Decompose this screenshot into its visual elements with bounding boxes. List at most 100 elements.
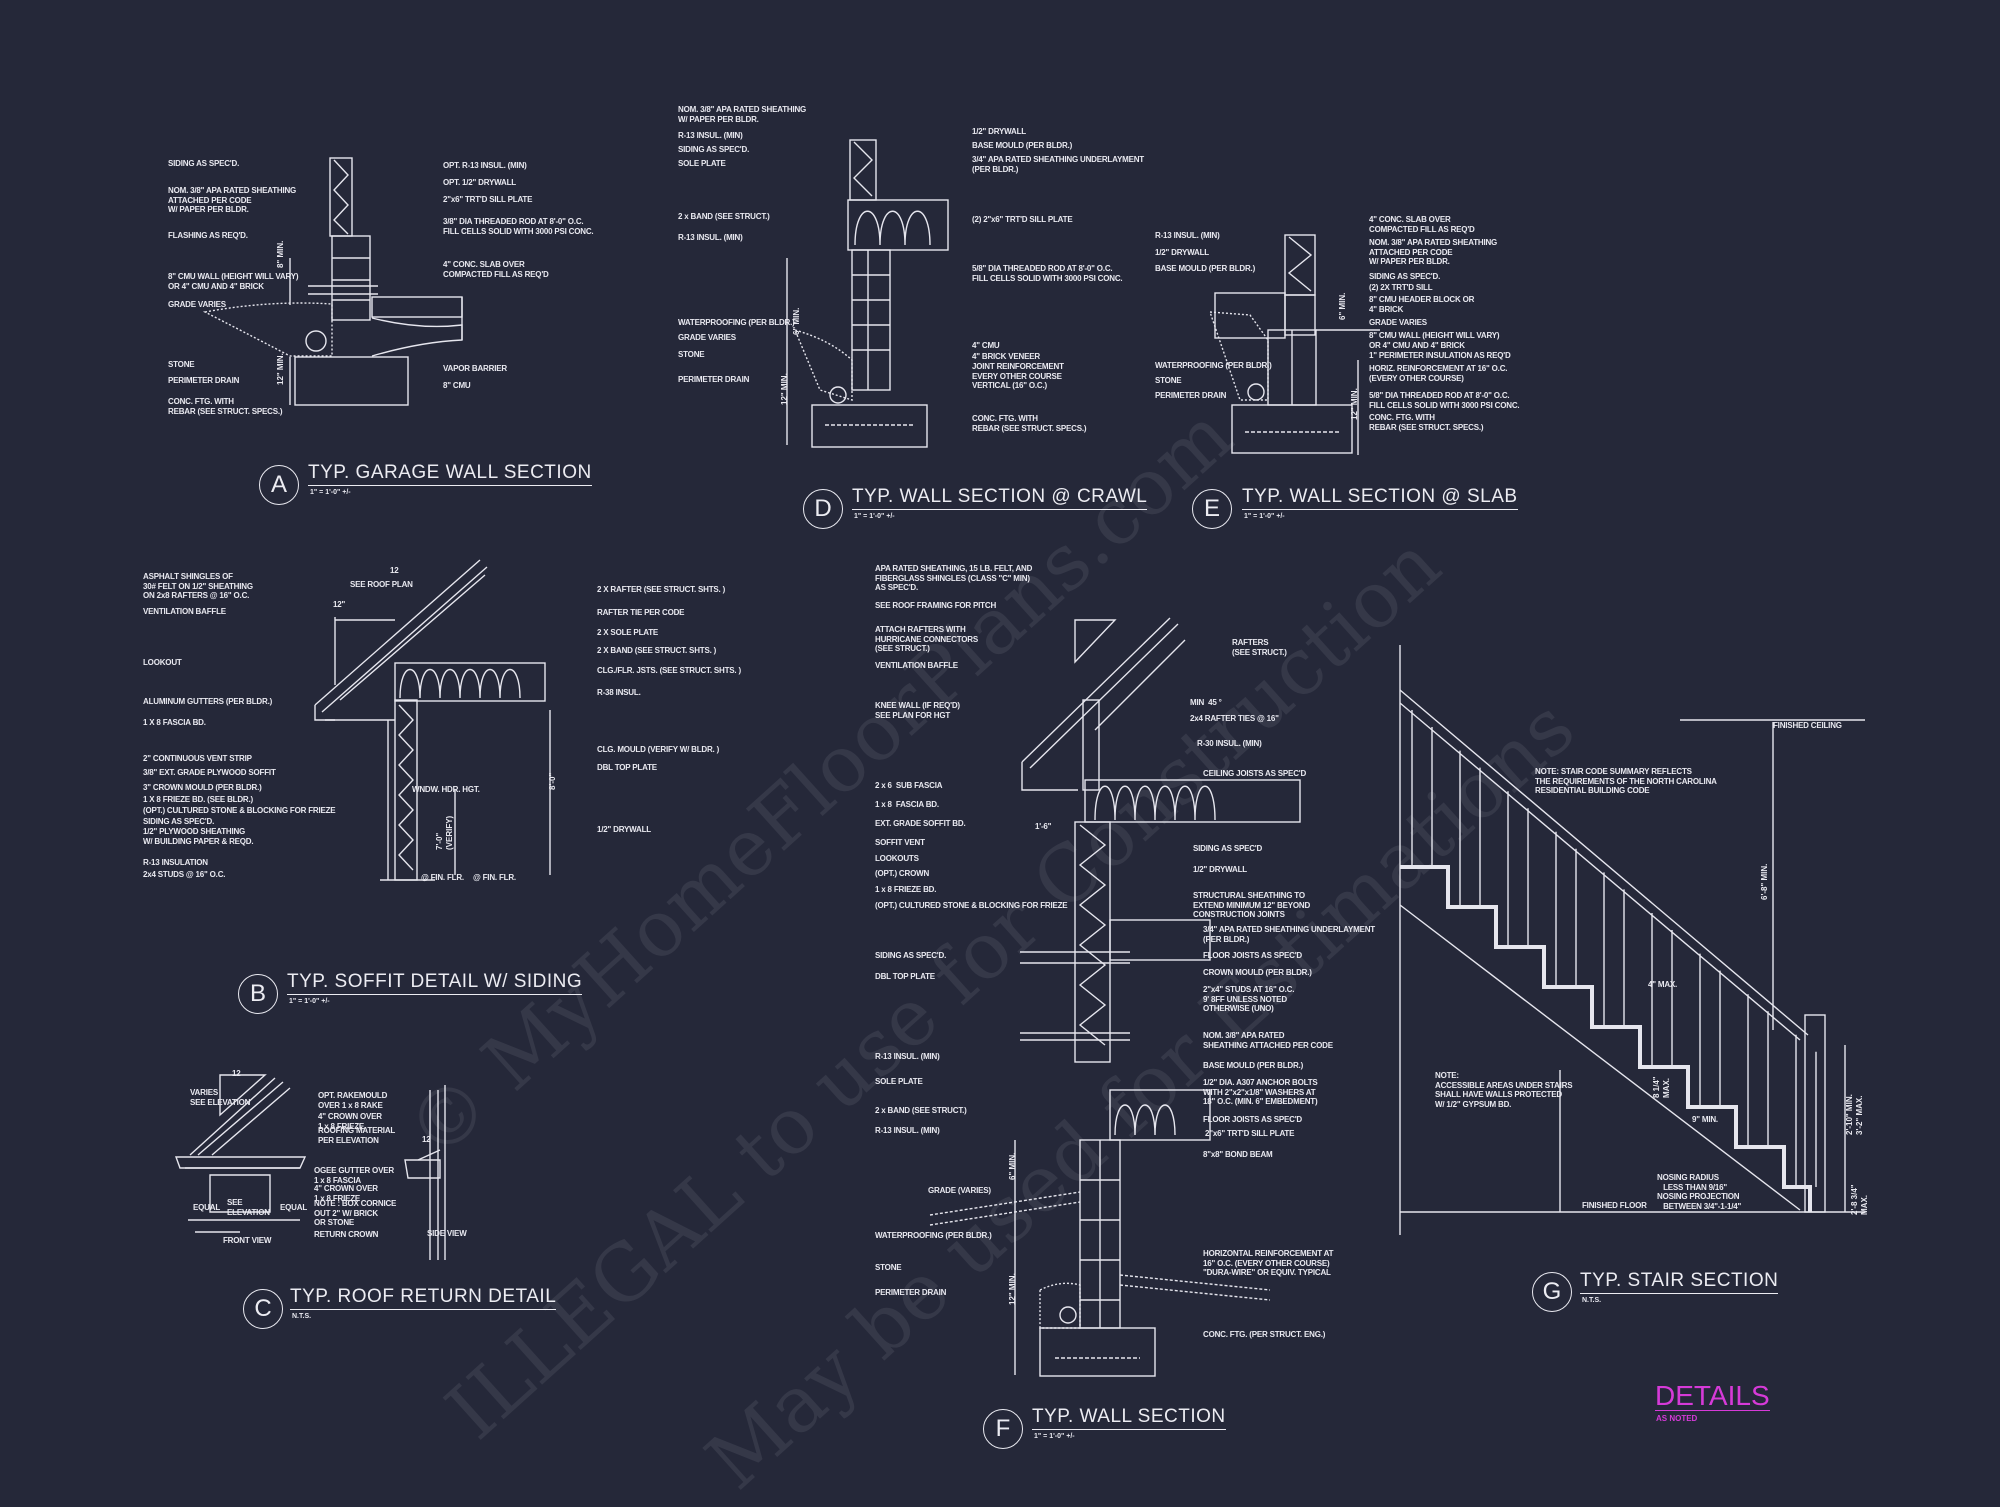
detail-d-drawing [786,139,949,448]
detail-e-right-label: 4" CONC. SLAB OVER COMPACTED FILL AS REQ… [1369,215,1475,234]
detail-a-title: TYP. GARAGE WALL SECTION [308,462,592,486]
detail-a-dims-label: 12" MIN. [276,353,285,385]
detail-a-right-label: VAPOR BARRIER [443,364,507,373]
detail-f-left-label: 2 x 6 SUB FASCIA [875,781,943,790]
detail-e-dims-label: 12" MIN. [1350,388,1359,420]
detail-f-left-label: 1 x 8 FASCIA BD. [875,800,939,809]
detail-f-right-label: MIN 45 ° [1190,698,1222,707]
detail-a-left-label: 8" CMU WALL (HEIGHT WILL VARY) OR 4" CMU… [168,272,299,291]
detail-b-left-label: 1 X 8 FRIEZE BD. (SEE BLDR.) [143,795,253,804]
detail-c-labels-label: SEE ELEVATION [227,1198,270,1217]
detail-b-left-label: ALUMINUM GUTTERS (PER BLDR.) [143,697,273,706]
detail-f-left-label: SOFFIT VENT [875,838,925,847]
detail-d-left-label: STONE [678,350,705,359]
detail-a-left-label: FLASHING AS REQ'D. [168,231,248,240]
detail-b-other-label: WNDW. HDR. HGT. [412,785,480,794]
detail-e-left-label: 1/2" DRYWALL [1155,248,1209,257]
detail-b-left-label: (OPT.) CULTURED STONE & BLOCKING FOR FRI… [143,806,336,815]
detail-g-labels-label: NOTE: STAIR CODE SUMMARY REFLECTS THE RE… [1535,767,1717,795]
detail-d-left-label: GRADE VARIES [678,333,736,342]
detail-e-left-label: PERIMETER DRAIN [1155,391,1227,400]
detail-a-right-label: 8" CMU [443,381,471,390]
detail-d-left-label: NOM. 3/8" APA RATED SHEATHING W/ PAPER P… [678,105,807,124]
detail-c-labels-label: 4" CROWN OVER 1 x 8 FRIEZE [318,1112,382,1131]
detail-b-other-label: 12" [333,600,346,609]
detail-b-left-label: VENTILATION BAFFLE [143,607,226,616]
detail-f-right-label: 2x4 RAFTER TIES @ 16" [1190,714,1279,723]
detail-d-right-label: 4" CMU [972,341,1000,350]
detail-b-right-label: RAFTER TIE PER CODE [597,608,685,617]
detail-c-labels-label: EQUAL [280,1203,308,1212]
detail-a-dims-label: 8" MIN. [276,240,285,268]
detail-d-right-label: 4" BRICK VENEER [972,352,1040,361]
detail-c-labels-label: OGEE GUTTER OVER 1 x 8 FASCIA [314,1166,394,1185]
detail-e-left-label: R-13 INSUL. (MIN) [1155,231,1220,240]
detail-f-left-label: WATERPROOFING (PER BLDR.) [875,1231,992,1240]
detail-c-labels-label: 12 [422,1135,431,1144]
detail-g-drawing [1399,645,1865,1235]
detail-b-left-label: 1/2" PLYWOOD SHEATHING W/ BUILDING PAPER… [143,827,254,846]
detail-f-right-label: HORIZONTAL REINFORCEMENT AT 16" O.C. (EV… [1203,1249,1334,1277]
detail-a-left-label: STONE [168,360,195,369]
detail-f-scale: 1" = 1'-0" +/- [1034,1433,1075,1440]
detail-f-dims-label: 6" MIN. [1008,1152,1017,1180]
detail-d-title: TYP. WALL SECTION @ CRAWL [852,486,1148,510]
detail-b-left-label: SIDING AS SPEC'D. [143,817,215,826]
detail-f-right-label: 1/2" DIA. A307 ANCHOR BOLTS WITH 2"x2"x1… [1203,1078,1318,1106]
detail-e-right-label: (2) 2X TRT'D SILL [1369,283,1433,292]
detail-b-left-label: 2" CONTINUOUS VENT STRIP [143,754,252,763]
detail-a-right-label: 3/8" DIA THREADED ROD AT 8'-0" O.C. FILL… [443,217,594,236]
detail-e-left-label: STONE [1155,376,1182,385]
detail-b-other-label: 7'-0" (VERIFY) [435,815,454,850]
detail-d-right-label: 1/2" DRYWALL [972,127,1026,136]
detail-e-right-label: NOM. 3/8" APA RATED SHEATHING ATTACHED P… [1369,238,1498,266]
detail-d-left-label: SIDING AS SPEC'D. [678,145,750,154]
detail-g-vertical-label: 2'-10" MIN. 3'-2" MAX. [1845,1094,1864,1135]
detail-f-left-label: GRADE (VARIES) [928,1186,991,1195]
detail-g-vertical-label: 8 1/4" MAX. [1652,1076,1671,1098]
detail-g-title: TYP. STAIR SECTION [1580,1270,1779,1294]
detail-e-left-label: BASE MOULD (PER BLDR.) [1155,264,1256,273]
detail-g-vertical-label: 6'-8" MIN. [1760,863,1769,900]
detail-f-left-label: STONE [875,1263,902,1272]
detail-g-labels-label: 9" MIN. [1692,1115,1718,1124]
detail-c-labels-label: ROOFING MATERIAL PER ELEVATION [318,1126,396,1145]
detail-a-left-label: CONC. FTG. WITH REBAR (SEE STRUCT. SPECS… [168,397,283,416]
detail-f-right-label: CROWN MOULD (PER BLDR.) [1203,968,1312,977]
detail-f-marker: F [983,1409,1023,1449]
detail-f-dims-label: 1'-6" [1035,822,1052,831]
detail-e-right-label: 1" PERIMETER INSULATION AS REQ'D [1369,351,1511,360]
detail-f-left-label: KNEE WALL (IF REQ'D) SEE PLAN FOR HGT [875,701,960,720]
detail-f-right-label: 2"x6" TRT'D SILL PLATE [1205,1129,1295,1138]
detail-g-vertical-label: 2'-8 3/4" MAX. [1850,1184,1869,1215]
detail-c-labels-label: OPT. RAKEMOULD OVER 1 x 8 RAKE [318,1091,388,1110]
detail-c-labels-label: 12 [232,1069,241,1078]
detail-e-left-label: WATERPROOFING (PER BLDR.) [1155,361,1272,370]
detail-f-right-label: NOM. 3/8" APA RATED SHEATHING ATTACHED P… [1203,1031,1333,1050]
detail-f-left-label: APA RATED SHEATHING, 15 LB. FELT, AND FI… [875,564,1033,592]
detail-b-right-label: 2 X RAFTER (SEE STRUCT. SHTS. ) [597,585,726,594]
detail-b-other-label: @ FIN. FLR. [421,873,464,882]
detail-g-scale: N.T.S. [1582,1297,1602,1304]
detail-f-right-label: FLOOR JOISTS AS SPEC'D [1203,1115,1302,1124]
detail-b-left-label: LOOKOUT [143,658,182,667]
detail-d-marker: D [803,489,843,529]
detail-b-left-label: 3" CROWN MOULD (PER BLDR.) [143,783,262,792]
detail-b-other-label: 8'-0" [548,772,557,790]
detail-b-right-label: CLG./FLR. JSTS. (SEE STRUCT. SHTS. ) [597,666,741,675]
detail-f-right-label: CONC. FTG. (PER STRUCT. ENG.) [1203,1330,1326,1339]
detail-c-labels-label: VARIES SEE ELEVATION [190,1088,251,1107]
detail-d-dims-label: 12" MIN. [780,373,789,405]
detail-e-title: TYP. WALL SECTION @ SLAB [1242,486,1518,510]
detail-g-labels-label: NOTE: ACCESSIBLE AREAS UNDER STAIRS SHAL… [1435,1071,1573,1109]
detail-f-left-label: SEE ROOF FRAMING FOR PITCH [875,601,997,610]
detail-c-marker: C [243,1289,283,1329]
detail-c-scale: N.T.S. [292,1313,312,1320]
detail-e-scale: 1" = 1'-0" +/- [1244,513,1285,520]
detail-f-right-label: RAFTERS (SEE STRUCT.) [1232,638,1287,657]
detail-d-right-label: (2) 2"x6" TRT'D SILL PLATE [972,215,1073,224]
detail-d-left-label: WATERPROOFING (PER BLDR.) [678,318,795,327]
detail-d-left-label: R-13 INSUL. (MIN) [678,131,743,140]
detail-e-right-label: 5/8" DIA THREADED ROD AT 8'-0" O.C. FILL… [1369,391,1520,410]
detail-b-left-label: R-13 INSULATION [143,858,208,867]
